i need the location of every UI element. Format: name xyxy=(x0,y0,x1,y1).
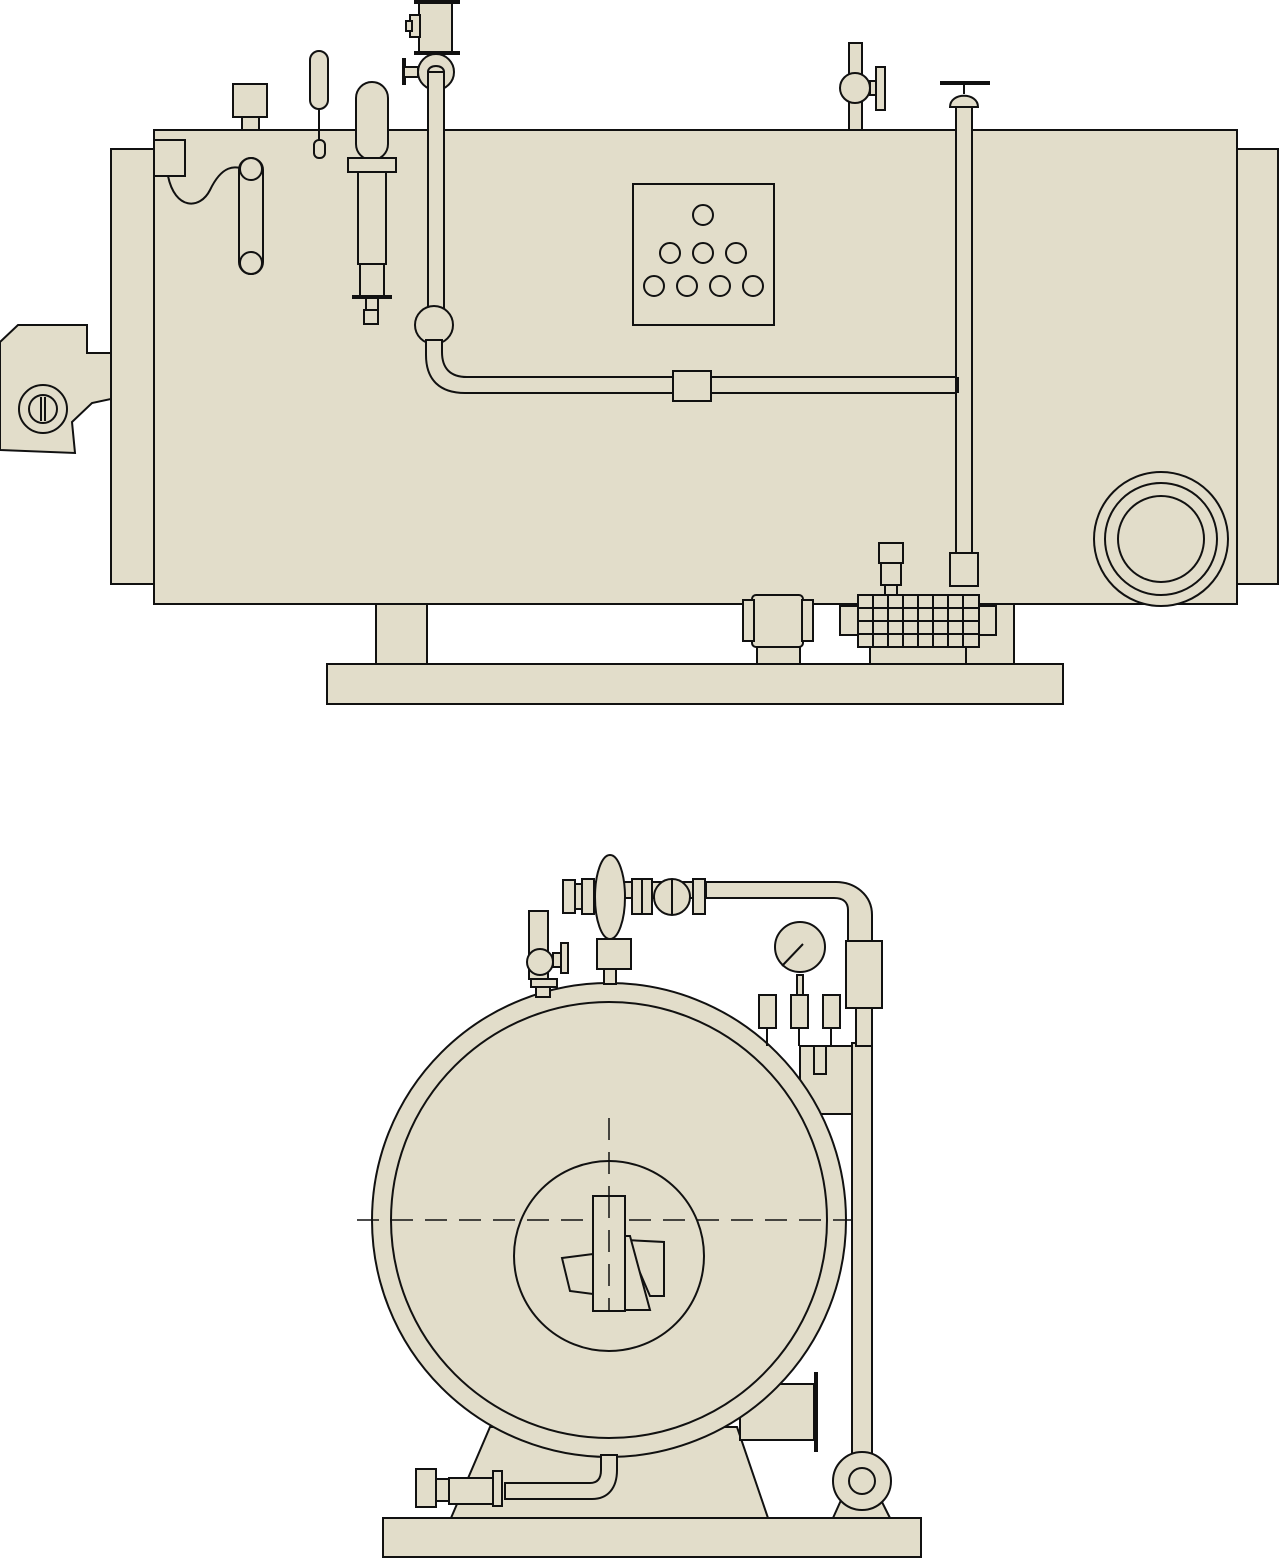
pressure-gauge xyxy=(774,921,826,998)
front-safety-valve xyxy=(526,910,569,998)
feed-pump xyxy=(839,542,997,665)
indicator-light xyxy=(643,275,665,297)
base-skid xyxy=(326,663,1064,705)
level-probe xyxy=(309,50,329,159)
indicator-light xyxy=(659,242,681,264)
front-base-skid xyxy=(382,1517,922,1558)
indicator-light xyxy=(676,275,698,297)
feed-pump-motor xyxy=(742,594,814,665)
side-elevation-view xyxy=(0,0,1279,705)
pipe-union xyxy=(672,370,712,402)
pressure-switch-assembly xyxy=(153,139,264,275)
rear-end-band xyxy=(1234,148,1279,585)
top-valve-body xyxy=(418,0,453,53)
top-control-box xyxy=(232,83,268,131)
top-manifold xyxy=(562,854,707,985)
blowdown-piping xyxy=(415,1454,618,1508)
feedwater-riser xyxy=(940,81,990,587)
burner-housing xyxy=(0,324,112,455)
burner-port-inner xyxy=(28,394,58,424)
safety-valve xyxy=(839,42,886,131)
riser-fitting xyxy=(949,552,979,587)
steam-piping xyxy=(402,0,959,402)
water-column xyxy=(347,81,397,325)
indicator-light xyxy=(692,242,714,264)
indicator-light xyxy=(725,242,747,264)
control-panel xyxy=(632,183,775,326)
burner-assembly xyxy=(560,1195,665,1312)
front-feed-pump xyxy=(831,1451,892,1519)
front-elevation-view xyxy=(357,854,922,1558)
control-switches xyxy=(758,994,841,1075)
indicator-light xyxy=(742,275,764,297)
rear-inspection-port xyxy=(1093,471,1229,607)
reducing-valve xyxy=(594,854,626,940)
indicator-light xyxy=(692,204,714,226)
indicator-light xyxy=(709,275,731,297)
front-end-band xyxy=(110,148,157,585)
burner-opening xyxy=(513,1160,705,1352)
pressure-switch-box xyxy=(153,139,186,177)
